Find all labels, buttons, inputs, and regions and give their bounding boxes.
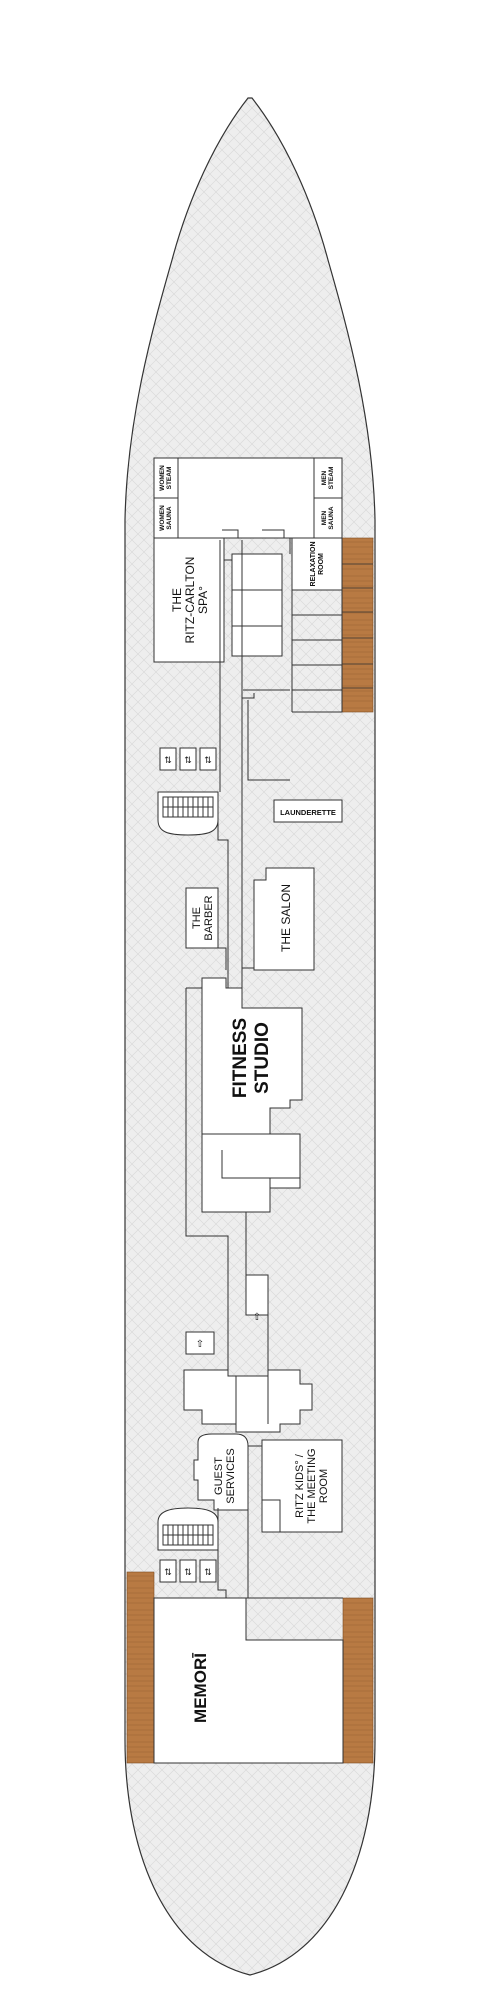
corridor-aft xyxy=(217,1508,343,1620)
barber-room xyxy=(185,887,219,949)
wood-deck-starboard-fwd xyxy=(341,537,374,713)
elevator-icon: ⇅ xyxy=(184,755,192,765)
guest-services-label: GUESTSERVICES xyxy=(213,1448,237,1503)
mid-closet-b xyxy=(245,1274,269,1316)
corridor-mid xyxy=(185,987,269,1370)
mid-closet-a xyxy=(185,1331,215,1355)
women-steam-label: WOMENSTEAM xyxy=(159,465,173,491)
spa-label: THERITZ-CARLTONSPA° xyxy=(170,557,210,644)
stair-arrow-icon: ⇧ xyxy=(253,1312,261,1323)
kids-meeting-room-label: RITZ KIDS° /THE MEETINGROOM xyxy=(294,1448,330,1523)
atrium-lobby xyxy=(183,1369,313,1433)
women-sauna-label: WOMENSAUNA xyxy=(159,505,173,531)
elevator-fwd-1 xyxy=(159,747,177,771)
stair-fwd-steps xyxy=(162,796,214,818)
elevator-aft-1 xyxy=(159,1559,177,1583)
relaxation-room-label: RELAXATIONROOM xyxy=(310,542,325,587)
elevator-aft-2 xyxy=(179,1559,197,1583)
spa-cabins xyxy=(291,589,343,713)
guest-services-desk xyxy=(193,1433,249,1511)
elevator-icon: ⇅ xyxy=(164,755,172,765)
elevator-icon: ⇅ xyxy=(204,755,212,765)
wood-deck-starboard-aft xyxy=(342,1597,374,1764)
atrium-inner xyxy=(235,1376,269,1424)
spa-room xyxy=(153,537,225,663)
elevator-fwd-2 xyxy=(179,747,197,771)
kids-room-corridor xyxy=(248,1445,281,1532)
stair-aft-steps xyxy=(162,1524,214,1546)
kids-meeting-room xyxy=(261,1439,343,1533)
launderette-room xyxy=(273,799,343,823)
wood-deck-dividers xyxy=(342,563,373,689)
corridor-fwd xyxy=(217,540,290,1000)
barber-corridor xyxy=(218,947,254,970)
spa-treatment-a xyxy=(231,553,283,591)
men-sauna-label: MENSAUNA xyxy=(321,506,335,529)
fitness-annex-inner xyxy=(221,1150,300,1212)
elevator-icon: ⇅ xyxy=(184,1567,192,1577)
spa-treatment-c xyxy=(231,625,283,657)
elevator-fwd-3 xyxy=(199,747,217,771)
launderette-label: LAUNDERETTE xyxy=(280,808,336,817)
spa-treatment-b xyxy=(231,589,283,627)
barber-label: THEBARBER xyxy=(191,895,215,940)
relaxation-room xyxy=(291,537,343,591)
memori-restaurant xyxy=(153,1597,344,1764)
stair-arrow-icon: ⇧ xyxy=(196,1339,204,1350)
memori-label: MEMORĪ xyxy=(191,1653,210,1723)
men-steam-label: MENSTEAM xyxy=(321,467,335,490)
elevator-icon: ⇅ xyxy=(204,1567,212,1577)
salon-label: THE SALON xyxy=(279,884,293,952)
elevator-aft-3 xyxy=(199,1559,217,1583)
spa-corridor xyxy=(222,529,291,561)
fitness-studio-label: FITNESSSTUDIO xyxy=(230,1018,273,1098)
wood-deck-port-aft xyxy=(126,1571,155,1764)
elevator-icon: ⇅ xyxy=(164,1567,172,1577)
salon-room xyxy=(253,867,315,971)
